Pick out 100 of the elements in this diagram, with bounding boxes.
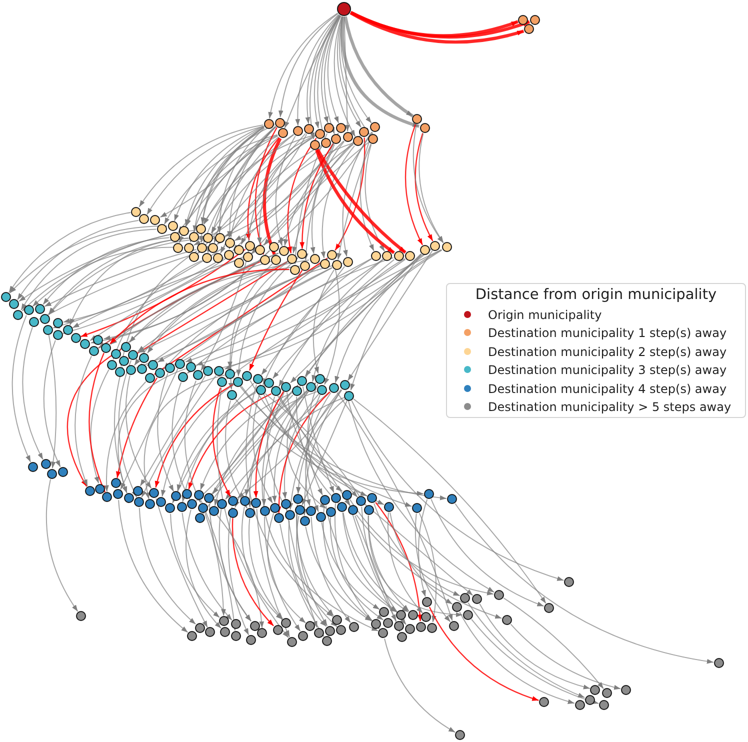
arrow xyxy=(353,398,546,604)
node-circle xyxy=(70,333,81,344)
node-circle xyxy=(424,489,434,499)
arrow xyxy=(305,526,372,622)
node-circle xyxy=(422,597,432,607)
arrow xyxy=(17,220,140,300)
arrow xyxy=(240,386,412,507)
arrow xyxy=(200,392,292,490)
arrow xyxy=(217,127,265,234)
node-circle xyxy=(430,240,440,251)
node-circle xyxy=(272,624,282,635)
node-circle xyxy=(176,502,187,512)
arrow xyxy=(412,124,444,244)
node-circle xyxy=(137,364,148,374)
node-circle xyxy=(253,374,264,384)
node-circle xyxy=(204,493,214,504)
node-circle xyxy=(148,360,158,370)
arrow xyxy=(62,252,235,334)
arrow xyxy=(232,140,344,252)
arrow xyxy=(216,387,289,638)
arrow xyxy=(325,505,398,613)
arrow xyxy=(361,506,407,626)
arrow xyxy=(292,135,360,254)
node-circle xyxy=(420,122,430,133)
node-circle xyxy=(328,383,339,394)
legend-label: Destination municipality 2 step(s) away xyxy=(488,344,727,361)
arrow xyxy=(286,509,318,628)
node-circle xyxy=(139,352,150,363)
node-circle xyxy=(80,338,90,349)
arrow xyxy=(262,391,379,632)
node-circle xyxy=(396,632,407,642)
node-circle xyxy=(1,292,11,302)
node-circle xyxy=(29,316,40,327)
node-circle xyxy=(343,257,353,267)
node-circle xyxy=(240,496,250,506)
arrow xyxy=(418,512,437,623)
node-circle xyxy=(224,250,234,260)
node-circle xyxy=(196,224,206,234)
arrow xyxy=(225,400,248,509)
node-circle xyxy=(230,631,241,642)
arrow xyxy=(286,392,343,492)
arrow xyxy=(163,262,344,370)
arrow xyxy=(336,392,453,622)
node-circle xyxy=(186,362,196,372)
arrow xyxy=(164,134,278,225)
node-circle xyxy=(621,685,631,695)
node-circle xyxy=(278,128,288,138)
node-circle xyxy=(325,626,336,636)
node-circle xyxy=(189,252,200,262)
arrow xyxy=(346,390,495,593)
arrow xyxy=(430,498,544,607)
node-circle xyxy=(300,516,310,526)
node-circle xyxy=(230,619,241,630)
node-circle xyxy=(564,577,574,587)
node-circle xyxy=(224,238,235,248)
node-circle xyxy=(227,390,237,400)
arrow xyxy=(360,132,374,252)
node-circle xyxy=(404,251,415,261)
node-circle xyxy=(342,490,352,500)
arrow xyxy=(212,382,316,494)
node-circle xyxy=(124,493,134,504)
arrow xyxy=(170,513,220,618)
arrow xyxy=(288,389,342,510)
arrow xyxy=(320,145,355,259)
arrow xyxy=(80,248,246,338)
node-circle xyxy=(544,603,554,613)
node-circle xyxy=(298,630,308,641)
arrow xyxy=(22,326,44,460)
node-circle xyxy=(106,360,117,370)
arrow xyxy=(161,378,244,497)
node-circle xyxy=(278,246,289,256)
arrow xyxy=(296,515,338,628)
node-circle xyxy=(421,612,432,622)
arrow xyxy=(454,503,714,664)
node-circle xyxy=(320,258,330,269)
node-circle xyxy=(378,628,388,638)
arrow xyxy=(268,12,338,120)
node-circle xyxy=(128,350,138,360)
node-circle xyxy=(149,488,160,498)
arrow xyxy=(228,506,250,636)
arrow xyxy=(172,382,190,500)
arrow xyxy=(324,260,340,386)
node-circle xyxy=(198,502,208,513)
node-circle xyxy=(602,688,612,698)
arrow xyxy=(206,384,298,504)
node-circle xyxy=(367,492,378,503)
arrow xyxy=(120,368,178,490)
arrow xyxy=(46,478,78,612)
arrow xyxy=(334,249,442,384)
node-circle xyxy=(271,254,282,265)
node-circle xyxy=(412,503,422,513)
arrow xyxy=(293,132,328,264)
arrow xyxy=(287,138,317,254)
arrow xyxy=(204,512,226,616)
node-circle xyxy=(396,610,406,620)
node-circle xyxy=(76,611,86,621)
node-circle xyxy=(257,628,268,638)
node-circle xyxy=(310,140,320,150)
node-circle xyxy=(164,362,175,373)
node-circle xyxy=(88,346,99,356)
